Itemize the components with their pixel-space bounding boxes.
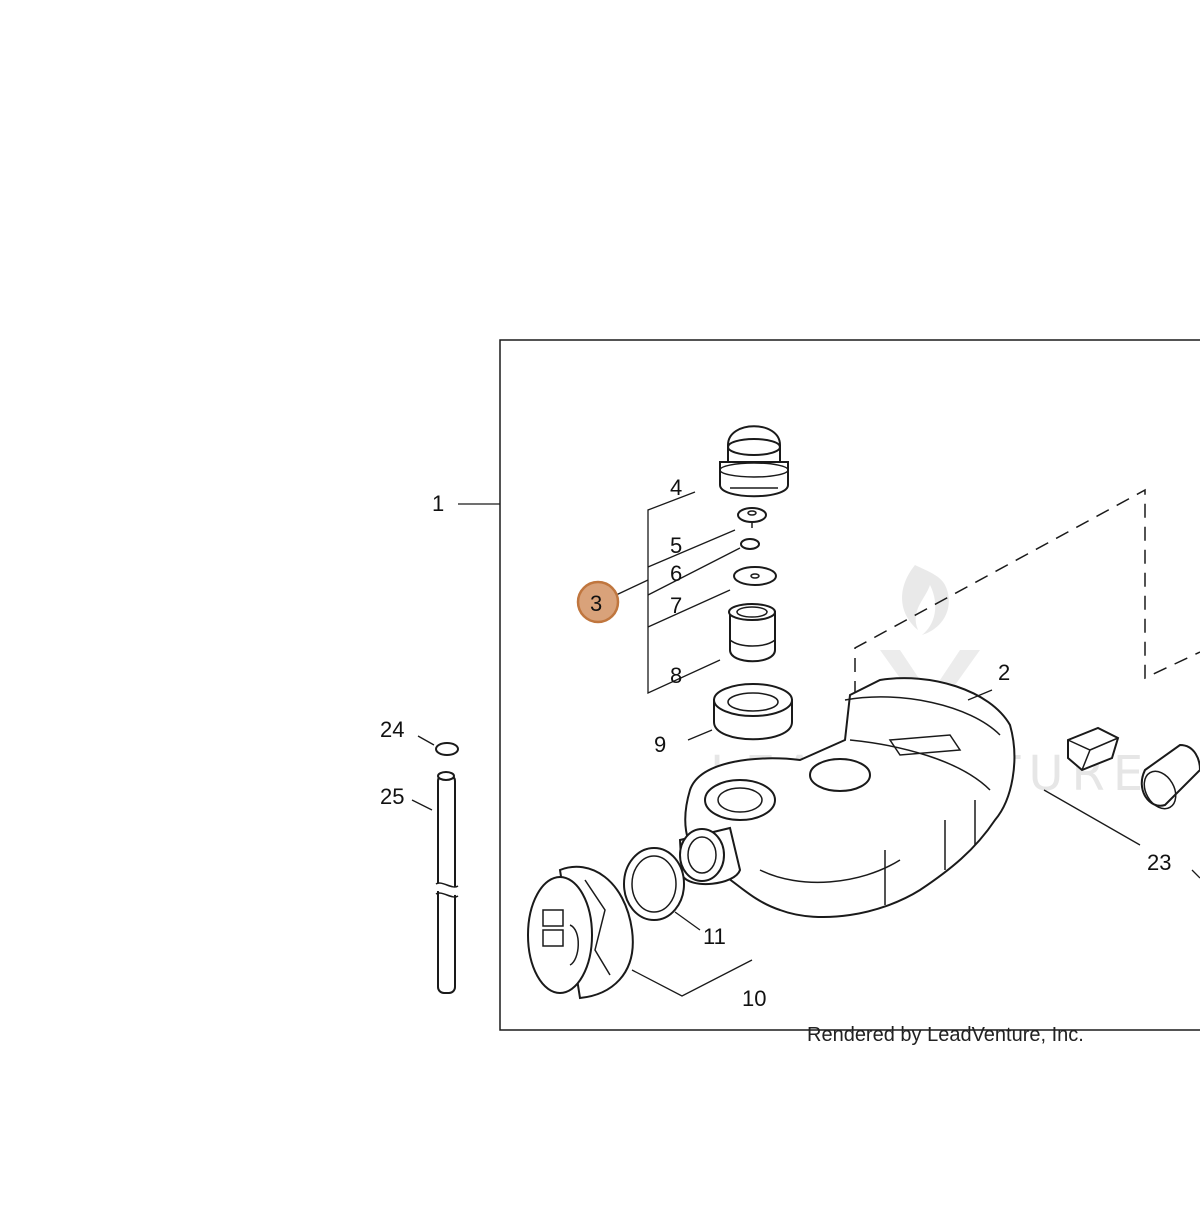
part-8-valve-body[interactable] — [728, 603, 776, 663]
callout-7[interactable]: 7 — [670, 593, 682, 618]
part-10-fuel-cap[interactable] — [527, 865, 634, 1000]
callout-3-highlight[interactable] — [576, 580, 620, 624]
dashed-reference — [854, 488, 1200, 695]
callout-9[interactable]: 9 — [654, 732, 666, 757]
callout-24[interactable]: 24 — [380, 717, 404, 742]
part-25-fuel-hose[interactable] — [434, 771, 459, 994]
part-7-washer[interactable] — [733, 566, 777, 586]
part-24-o-ring[interactable] — [435, 742, 459, 756]
callout-1[interactable]: 1 — [432, 491, 444, 516]
callout-8[interactable]: 8 — [670, 663, 682, 688]
part-4-vent-cap[interactable] — [719, 425, 789, 498]
callout-23[interactable]: 23 — [1147, 850, 1171, 875]
bracket-3 — [647, 491, 721, 695]
callout-25[interactable]: 25 — [380, 784, 404, 809]
callout-4[interactable]: 4 — [670, 475, 682, 500]
part-9-ring-nut[interactable] — [713, 683, 793, 741]
callout-2[interactable]: 2 — [998, 660, 1010, 685]
callout-11[interactable]: 11 — [703, 924, 726, 949]
part-23-fittings[interactable] — [1067, 726, 1200, 814]
render-credit: Rendered by LeadVenture, Inc. — [807, 1024, 1084, 1046]
callout-5[interactable]: 5 — [670, 533, 682, 558]
callout-3[interactable]: 3 — [590, 591, 602, 616]
part-2-fuel-tank[interactable] — [678, 677, 1016, 919]
part-5-valve-cap[interactable] — [737, 507, 767, 528]
callout-10[interactable]: 10 — [742, 986, 766, 1011]
part-6-o-ring[interactable] — [740, 538, 760, 550]
part-11-gasket[interactable] — [623, 847, 685, 921]
assembly-frame — [499, 339, 1200, 1031]
bracket-23 — [1043, 789, 1200, 879]
callout-6[interactable]: 6 — [670, 561, 682, 586]
leader-lines — [411, 689, 993, 997]
